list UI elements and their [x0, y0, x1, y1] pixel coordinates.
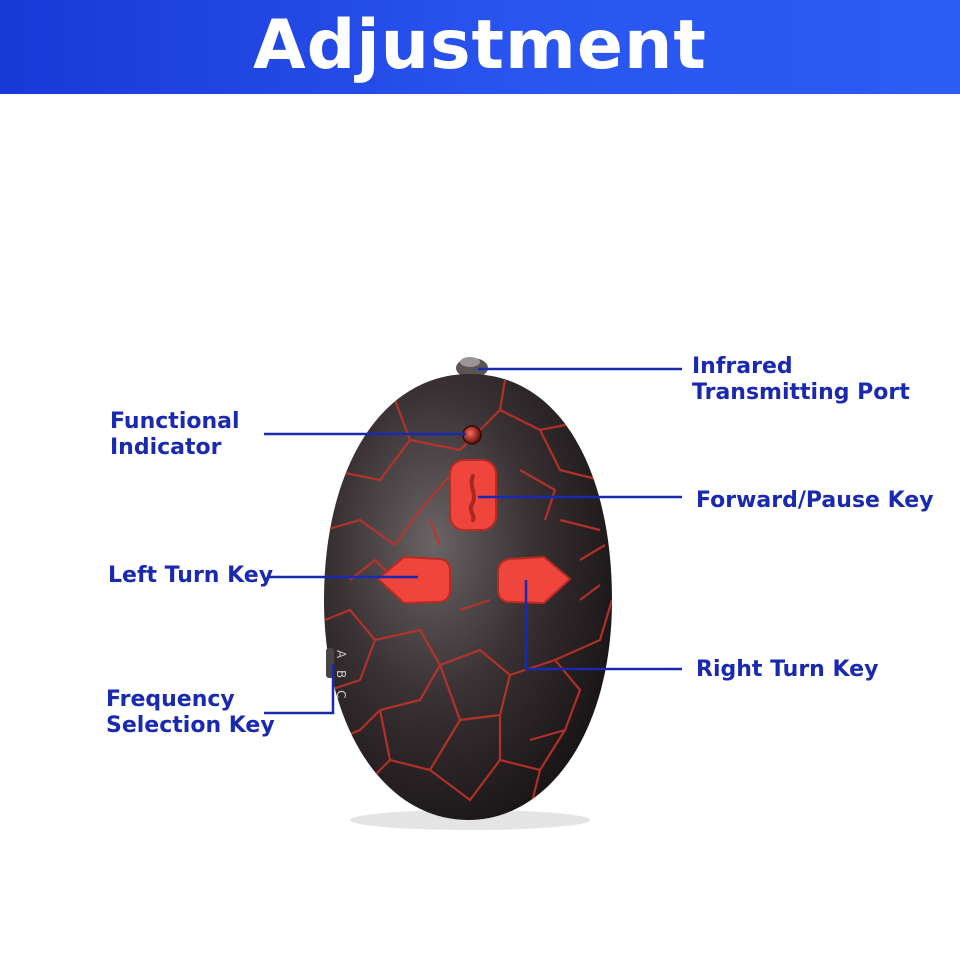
- label-functional-indicator: Functional Indicator: [110, 409, 240, 461]
- label-infrared-port: Infrared Transmitting Port: [692, 354, 910, 406]
- label-functional-line2: Indicator: [110, 435, 222, 460]
- label-infrared-line2: Transmitting Port: [692, 380, 910, 405]
- floor-shadow: [350, 810, 590, 830]
- label-forward-line1: Forward/Pause Key: [696, 488, 934, 513]
- left-turn-key[interactable]: [376, 555, 451, 605]
- title-banner: Adjustment: [0, 0, 960, 94]
- label-right-turn-key: Right Turn Key: [696, 657, 878, 683]
- banner-title: Adjustment: [253, 5, 707, 85]
- label-frequency-line2: Selection Key: [106, 713, 275, 738]
- switch-marks: A B C: [334, 650, 348, 702]
- egg-body: [324, 374, 612, 820]
- label-frequency-line1: Frequency: [106, 687, 235, 712]
- leader-right: [524, 580, 682, 671]
- leader-frequency: [264, 664, 335, 715]
- label-left-turn-key: Left Turn Key: [108, 563, 273, 589]
- crack-pattern: [324, 379, 612, 811]
- infrared-port: [456, 357, 488, 378]
- right-turn-key[interactable]: [497, 555, 572, 605]
- label-forward-pause-key: Forward/Pause Key: [696, 488, 934, 514]
- label-left-line1: Left Turn Key: [108, 563, 274, 588]
- label-frequency-selection-key: Frequency Selection Key: [106, 687, 275, 739]
- leader-lines: [264, 367, 682, 715]
- forward-pause-key[interactable]: [449, 459, 497, 531]
- label-functional-line1: Functional: [110, 409, 240, 434]
- label-infrared-line1: Infrared: [692, 354, 793, 379]
- label-right-line1: Right Turn Key: [696, 657, 879, 682]
